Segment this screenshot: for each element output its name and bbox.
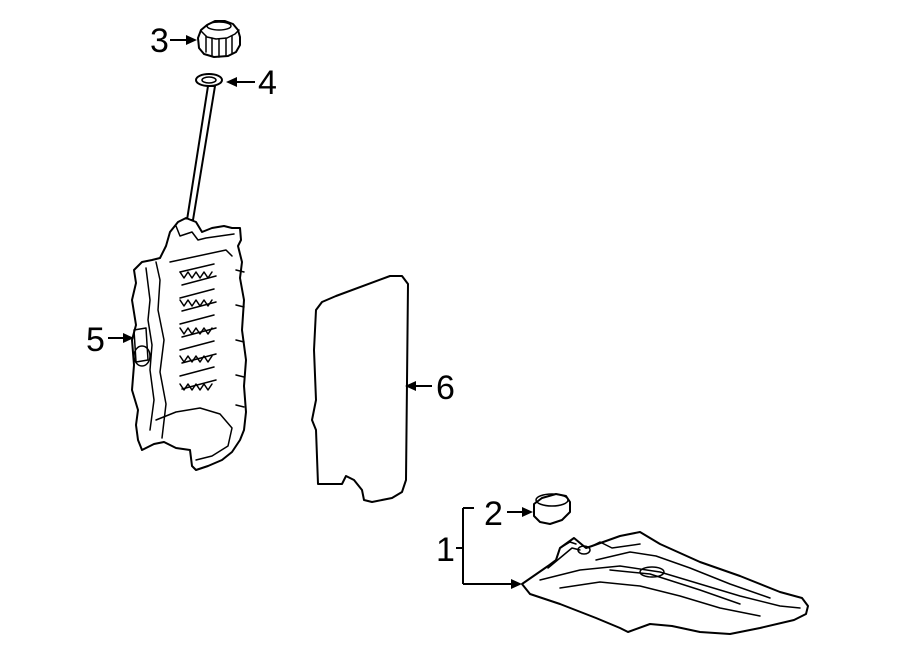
leader-5 <box>108 333 134 343</box>
o-ring-seal <box>195 73 223 87</box>
dipstick-rod <box>186 85 216 221</box>
callout-1: 1 <box>436 531 455 569</box>
callout-3: 3 <box>150 22 169 60</box>
callout-2: 2 <box>484 495 503 533</box>
pan-gasket <box>311 275 409 503</box>
callout-6: 6 <box>436 369 455 407</box>
callout-5: 5 <box>86 321 105 359</box>
dipstick-cap <box>197 20 241 58</box>
transmission-filter <box>521 531 809 635</box>
filter-seal <box>533 493 571 525</box>
leader-1 <box>456 507 522 589</box>
leader-3 <box>170 35 197 45</box>
leader-4 <box>226 77 255 87</box>
callout-4: 4 <box>258 64 277 102</box>
leader-6 <box>405 381 432 391</box>
leader-2 <box>507 507 533 517</box>
filler-tube-housing <box>131 217 247 471</box>
